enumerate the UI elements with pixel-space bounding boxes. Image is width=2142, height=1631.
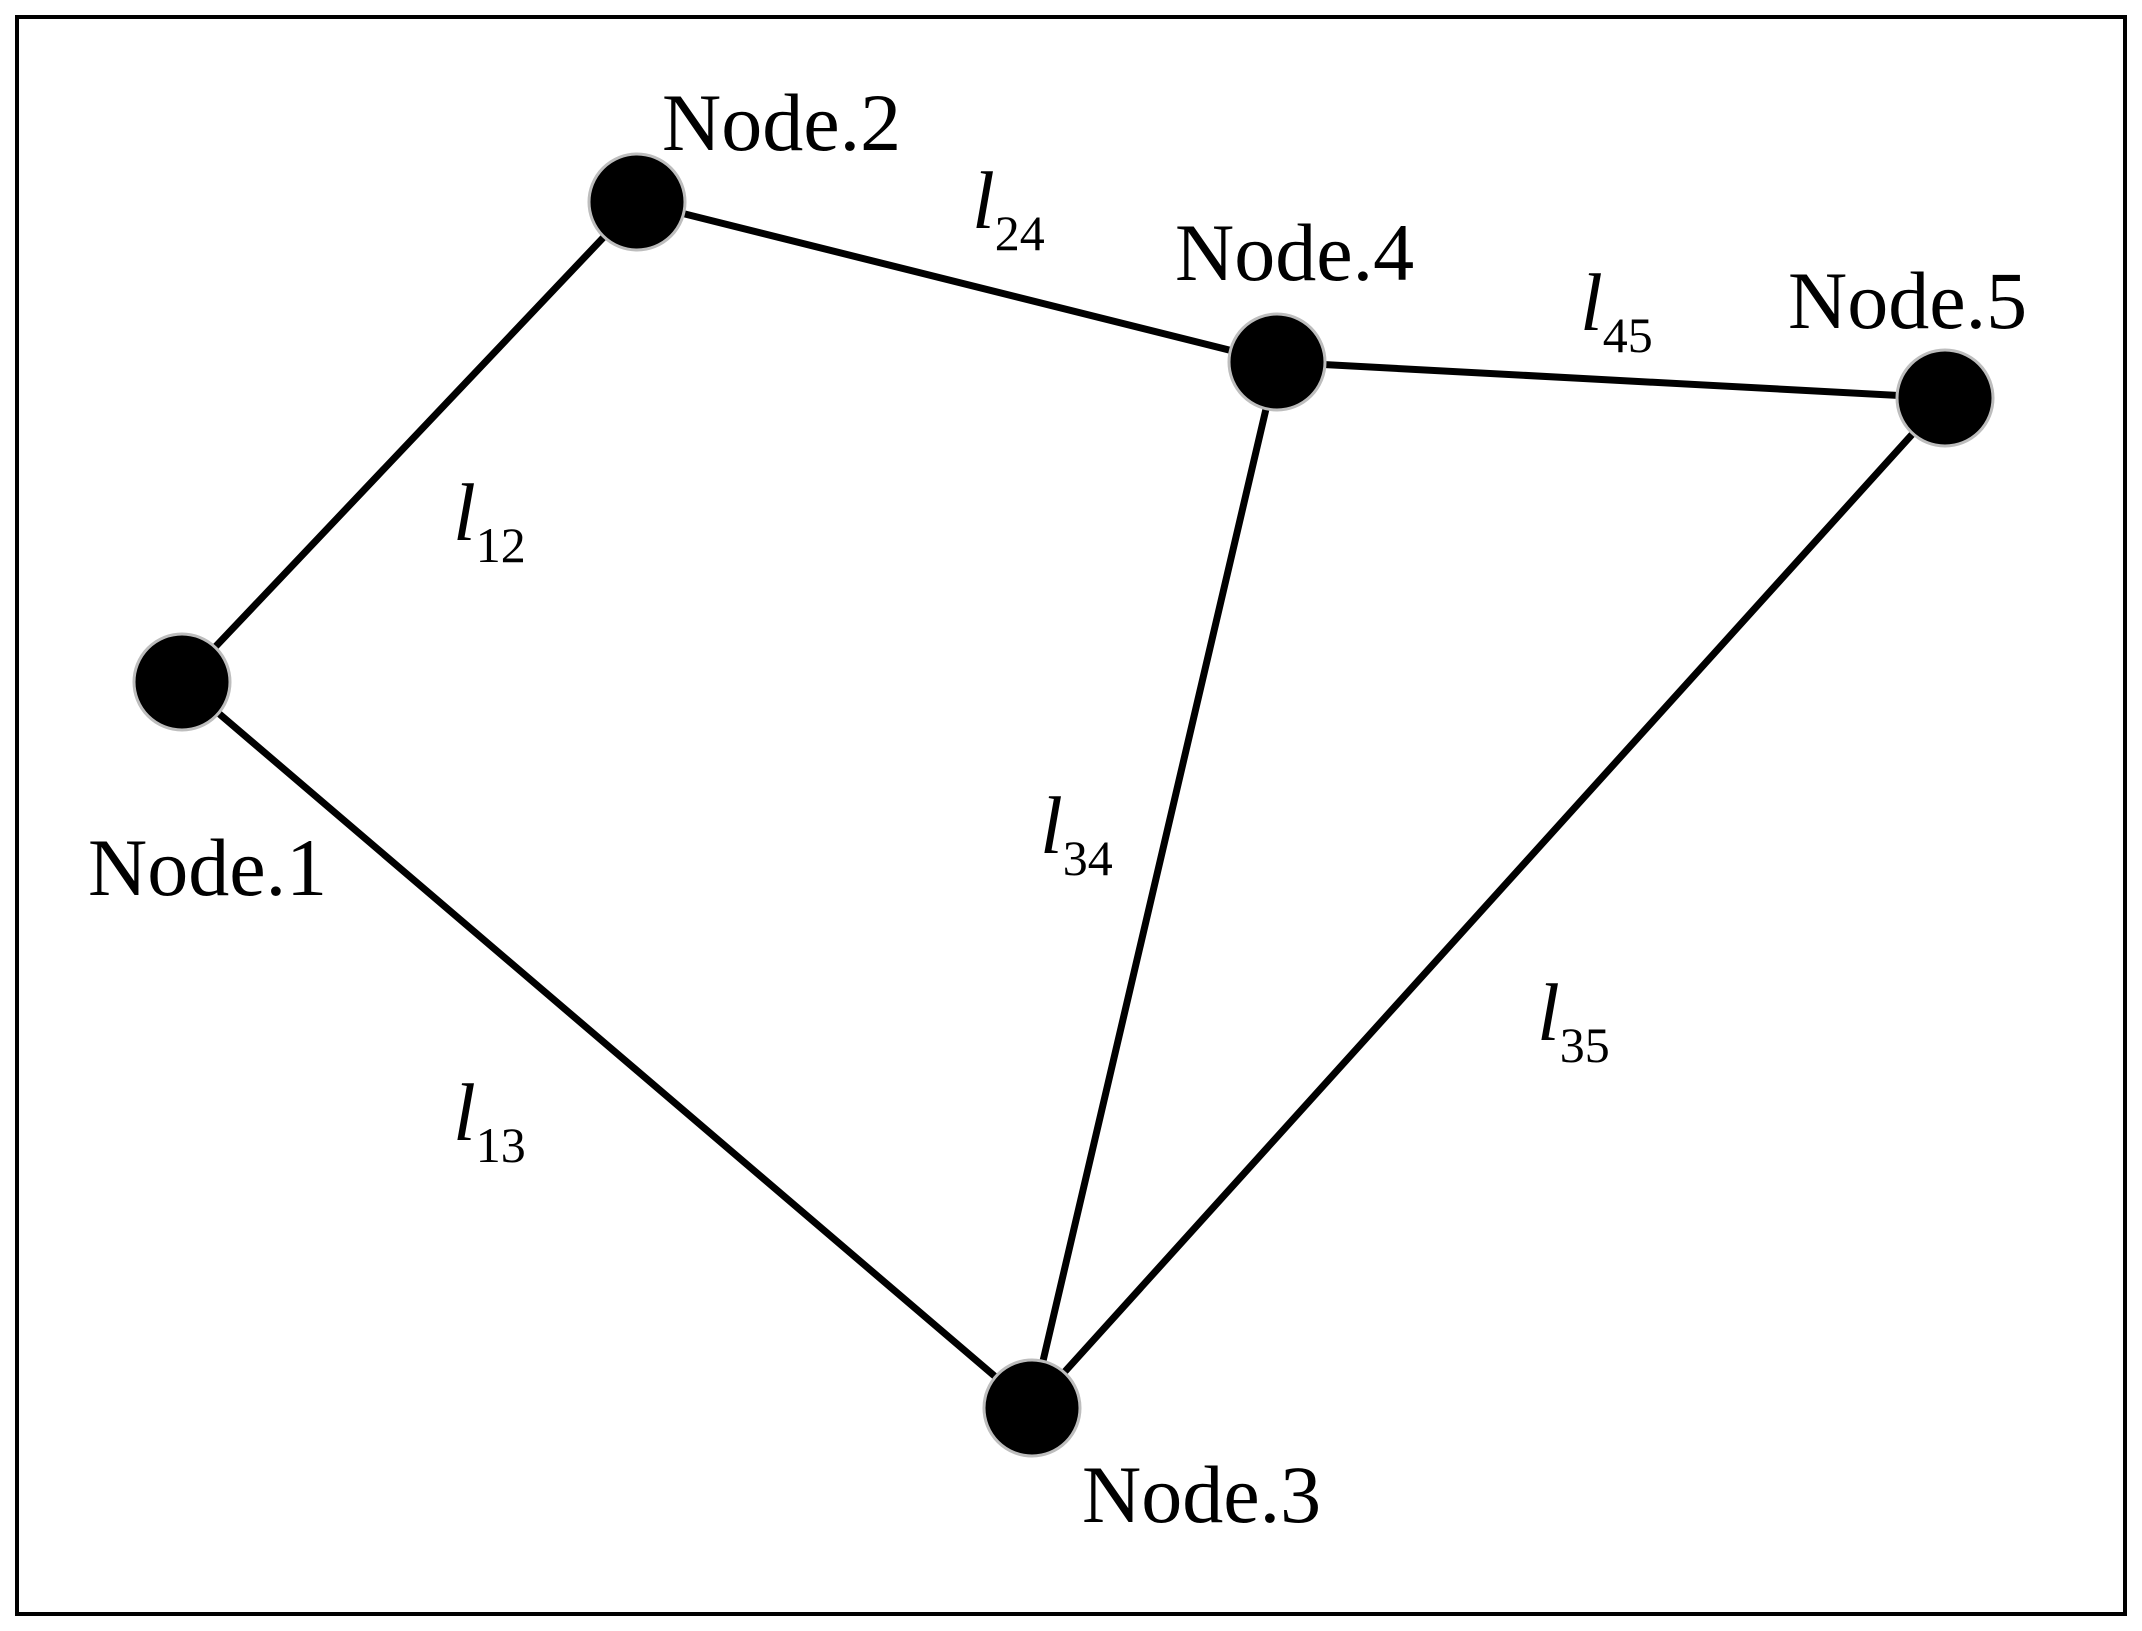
node-5-marker (1895, 348, 1995, 448)
link-label-34: l34 (1040, 780, 1113, 886)
frame-border (15, 15, 2127, 1616)
node-1-marker (132, 632, 232, 732)
nodes (132, 152, 1995, 1458)
links (178, 198, 1949, 1412)
link-sub-35: 35 (1560, 1017, 1610, 1073)
node-2-marker (587, 152, 687, 252)
link-label-24: l24 (972, 155, 1045, 261)
node-5-label: Node.5 (1788, 255, 2027, 346)
node-4-marker (1227, 312, 1327, 412)
node-3-marker (982, 1358, 1082, 1458)
link-sub-45: 45 (1603, 307, 1653, 363)
link-symbol-45: l (1580, 257, 1603, 348)
link-label-12: l12 (453, 467, 526, 573)
link-1-3 (178, 678, 1036, 1412)
link-symbol-12: l (453, 467, 476, 558)
link-sub-24: 24 (995, 205, 1045, 261)
link-symbol-34: l (1040, 780, 1063, 871)
link-1-2 (178, 198, 641, 686)
link-5-3 (1028, 394, 1949, 1412)
node-3-label: Node.3 (1082, 1449, 1321, 1540)
link-sub-12: 12 (476, 517, 526, 573)
link-symbol-24: l (972, 155, 995, 246)
link-sub-34: 34 (1063, 830, 1113, 886)
node-1-label: Node.1 (88, 822, 327, 913)
link-label-45: l45 (1580, 257, 1653, 363)
link-label-35: l35 (1537, 967, 1610, 1073)
link-sub-13: 13 (476, 1117, 526, 1173)
link-symbol-35: l (1537, 967, 1560, 1058)
node-4-label: Node.4 (1175, 207, 1414, 298)
node-2-label: Node.2 (662, 77, 901, 168)
link-2-4 (633, 198, 1281, 366)
link-4-3 (1028, 358, 1281, 1412)
link-4-5 (1273, 358, 1949, 402)
link-symbol-13: l (453, 1067, 476, 1158)
link-label-13: l13 (453, 1067, 526, 1173)
